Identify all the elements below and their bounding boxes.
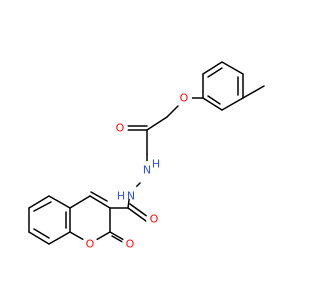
bond [221,61,244,75]
bond [33,201,52,212]
bond [202,97,223,111]
atom-label-h: H [117,190,125,203]
bond [95,231,111,241]
atom-label-n: N [143,164,151,177]
bond [242,85,265,99]
atom-label-h: H [152,158,160,171]
bond [69,231,85,241]
atom-nh-1: H N [139,158,160,179]
bond [69,195,91,209]
bond [207,67,223,78]
atom-label: O [150,213,159,226]
bond [28,231,50,245]
bond [166,105,179,118]
atom-o-amide1: O [112,120,128,136]
bond [33,228,50,239]
bond [129,203,149,218]
bonds [28,61,265,245]
bond [202,61,223,75]
bond [48,195,71,209]
bond [146,116,168,131]
atom-o-lactone-carbonyl: O [122,236,138,252]
bond [28,195,50,209]
bond [89,195,111,209]
atom-label: O [116,122,125,135]
bond [127,207,147,222]
bond [221,97,244,111]
molecule-diagram: O O H N H N O O O [28,61,265,252]
atom-label: O [126,238,135,251]
atom-label: O [180,92,189,105]
bond [207,95,221,105]
atom-o-amide2: O [146,211,162,227]
atom-nh-2: H N [117,181,137,203]
atom-labels: O O H N H N O O O [82,90,192,252]
atom-o-ether: O [176,90,192,106]
bond [109,231,125,241]
atom-label-n: N [127,190,135,203]
bond [90,191,108,202]
atom-o-ring: O [82,236,98,252]
atom-label: O [86,238,95,251]
bond [48,231,71,245]
